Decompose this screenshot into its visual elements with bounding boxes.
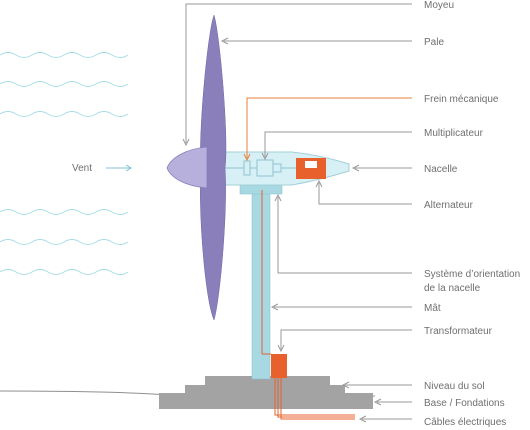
leader-pale-arrow: [220, 37, 229, 45]
gearbox: [256, 159, 274, 177]
hub: [166, 146, 208, 189]
leader-orientation-arrow: [274, 193, 282, 202]
label-nacelle: Nacelle: [424, 164, 458, 175]
label-frein: Frein mécanique: [424, 94, 499, 105]
leader-transformateur-arrow: [277, 344, 285, 353]
wind-waves: [0, 52, 129, 275]
leader-cables-arrow: [358, 415, 367, 423]
alternator-window: [305, 161, 317, 168]
leader-orientation: [277, 197, 412, 274]
label-moyeu: Moyeu: [424, 0, 454, 11]
blade: [200, 14, 227, 321]
leader-multiplicateur: [264, 131, 412, 157]
tower: [251, 192, 271, 380]
label-orientation-line-1: Système d’orientation: [424, 269, 520, 280]
leader-frein: [246, 97, 412, 158]
leader-alternateur-arrow: [315, 179, 323, 188]
label-cables: Câbles électriques: [424, 417, 506, 428]
leader-lines: [182, 3, 412, 423]
mechanical-brake: [243, 160, 251, 176]
label-alternateur: Alternateur: [424, 200, 474, 211]
wind-wave-4: [0, 209, 129, 215]
leader-moyeu: [185, 3, 412, 143]
wind-wave-3: [0, 111, 129, 117]
leader-moyeu-arrow: [182, 138, 190, 147]
label-mat: Mât: [424, 303, 441, 314]
labels: Moyeu Pale Frein mécanique Multiplicateu…: [424, 0, 520, 428]
label-transformateur: Transformateur: [424, 326, 493, 337]
transformer: [271, 354, 287, 378]
foundation: [159, 376, 373, 409]
leader-alternateur: [318, 183, 412, 205]
electrical-cables: [274, 376, 355, 420]
label-multiplicateur: Multiplicateur: [424, 128, 484, 139]
wind-wave-6: [0, 269, 129, 275]
leader-multiplicateur-arrow: [261, 152, 269, 161]
leader-base-arrow: [373, 398, 382, 406]
label-niveau-sol: Niveau du sol: [424, 381, 485, 392]
label-orientation-line-2: de la nacelle: [424, 283, 481, 294]
leader-niveau-sol-arrow: [341, 381, 350, 389]
wind-arrow-icon: [106, 164, 132, 172]
wind-wave-1: [0, 52, 129, 58]
leader-mat-arrow: [270, 303, 279, 311]
alternator: [296, 158, 326, 179]
label-base: Base / Fondations: [424, 398, 505, 409]
wind-wave-2: [0, 81, 129, 87]
wind-wave-5: [0, 239, 129, 245]
leader-nacelle-arrow: [351, 164, 360, 172]
wind-label: Vent: [72, 163, 92, 174]
label-pale: Pale: [424, 37, 444, 48]
leader-frein-arrow: [243, 153, 251, 162]
leader-transformateur: [280, 329, 412, 349]
